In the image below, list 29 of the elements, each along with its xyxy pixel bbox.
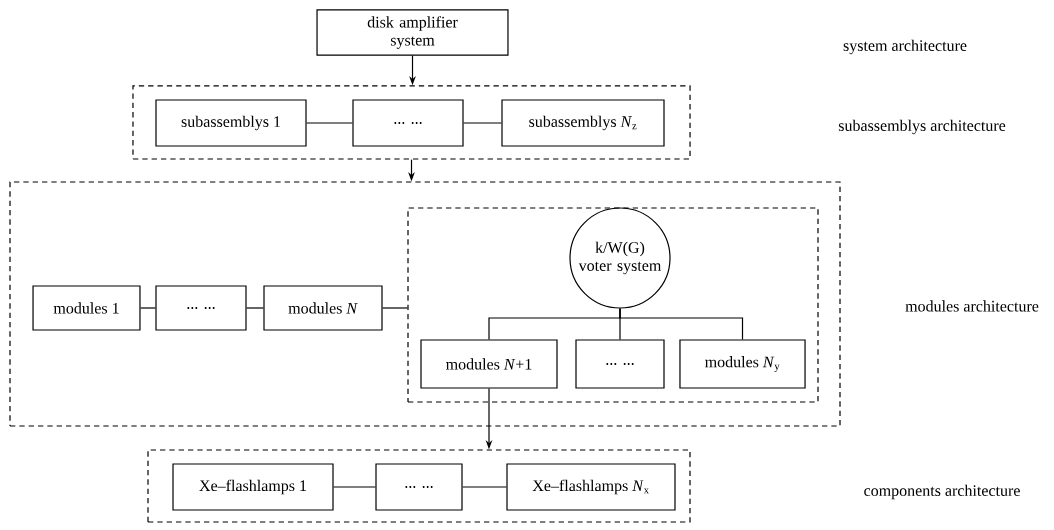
process-box: ... ...: [575, 339, 665, 389]
dashed-group-box: [132, 85, 691, 160]
connector-line: [306, 122, 353, 124]
level-label: modules architecture: [905, 300, 1039, 312]
process-box: Xe–flashlamps 1: [172, 463, 334, 511]
level-label: components architecture: [864, 484, 1020, 500]
process-box: disk amplifier system: [316, 9, 509, 56]
dashed-group-box: [407, 207, 819, 403]
process-box: subassemblys 1: [155, 99, 307, 147]
connector-line: [382, 307, 408, 309]
connector-line: [246, 307, 264, 309]
process-box: subassemblys N$_{z}$: [501, 99, 665, 147]
process-box: modules N: [263, 285, 383, 331]
dashed-group-box: [9, 181, 841, 427]
process-box: modules N+1: [420, 339, 558, 389]
process-box: ... ...: [352, 99, 464, 147]
dashed-group-box: [147, 449, 691, 523]
connector-line: [462, 486, 507, 488]
connector-line: [619, 308, 744, 340]
connector-line: [463, 122, 502, 124]
connector-line: [139, 307, 156, 309]
process-box: modules 1: [32, 285, 141, 331]
connector-line: [333, 486, 376, 488]
process-box: ... ...: [155, 285, 247, 331]
process-box: modules N$_{y}$: [679, 339, 806, 389]
level-label: system architecture: [843, 39, 967, 55]
process-box: ... ...: [375, 463, 463, 511]
process-box: Xe–flashlamps N$_{x}$: [506, 463, 676, 511]
level-label: subassemblys architecture: [838, 119, 1006, 135]
